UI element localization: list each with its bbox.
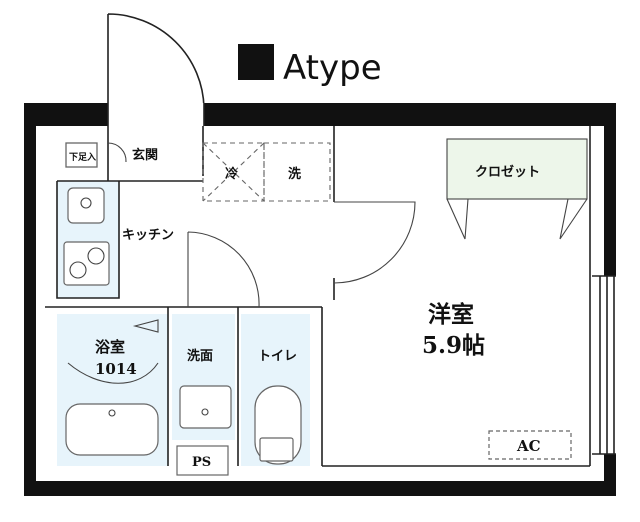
ac-unit-box [488,430,572,460]
window-opening [592,276,616,454]
western-room-size: 5.9帖 [422,332,485,359]
entrance-opening [108,103,204,126]
kitchen-sink [67,187,105,224]
kitchen-drain-icon [80,197,92,209]
kitchen-counter-outline [56,181,120,299]
western-room-label: 洋室 [428,301,474,328]
kitchen-label: キッチン [122,228,174,243]
bath-label: 浴室 [95,338,125,356]
shoe-box-outline [65,142,98,168]
fridge-label: 冷 [225,166,238,182]
wash-basin [179,385,232,429]
washroom-label: 洗面 [187,348,213,364]
closet-outline [446,138,588,200]
entrance-label: 玄関 [132,147,158,163]
bath-faucet-icon [132,319,159,333]
stove-burner-2-icon [69,261,87,279]
shoe-box-door-swing [107,142,127,163]
closet-door-left-icon [446,198,469,240]
closet-door-right-icon [559,198,588,240]
stove-burner-1-icon [87,247,105,265]
bath-size-label: 1014 [95,360,137,378]
closet-label: クロゼット [475,164,540,180]
ps-box [176,445,229,476]
bath-curve-line [67,362,159,384]
washer-label: 洗 [288,166,301,182]
washer-space [263,142,331,202]
western-room-door-swing [333,201,416,284]
closet-area [447,139,587,199]
plan-title: Atype [283,48,382,88]
bathtub [65,403,159,456]
title-square-icon [238,44,274,80]
toilet-tank [259,437,294,462]
bathtub-drain-icon [108,409,116,417]
shoe-box-label: 下足入 [69,152,96,163]
washroom-door-swing [187,231,260,308]
ps-label: PS [192,455,211,470]
toilet-label: トイレ [258,349,297,364]
ac-label: AC [516,437,541,455]
kitchen-stove [63,241,110,286]
wash-basin-drain-icon [201,408,209,416]
